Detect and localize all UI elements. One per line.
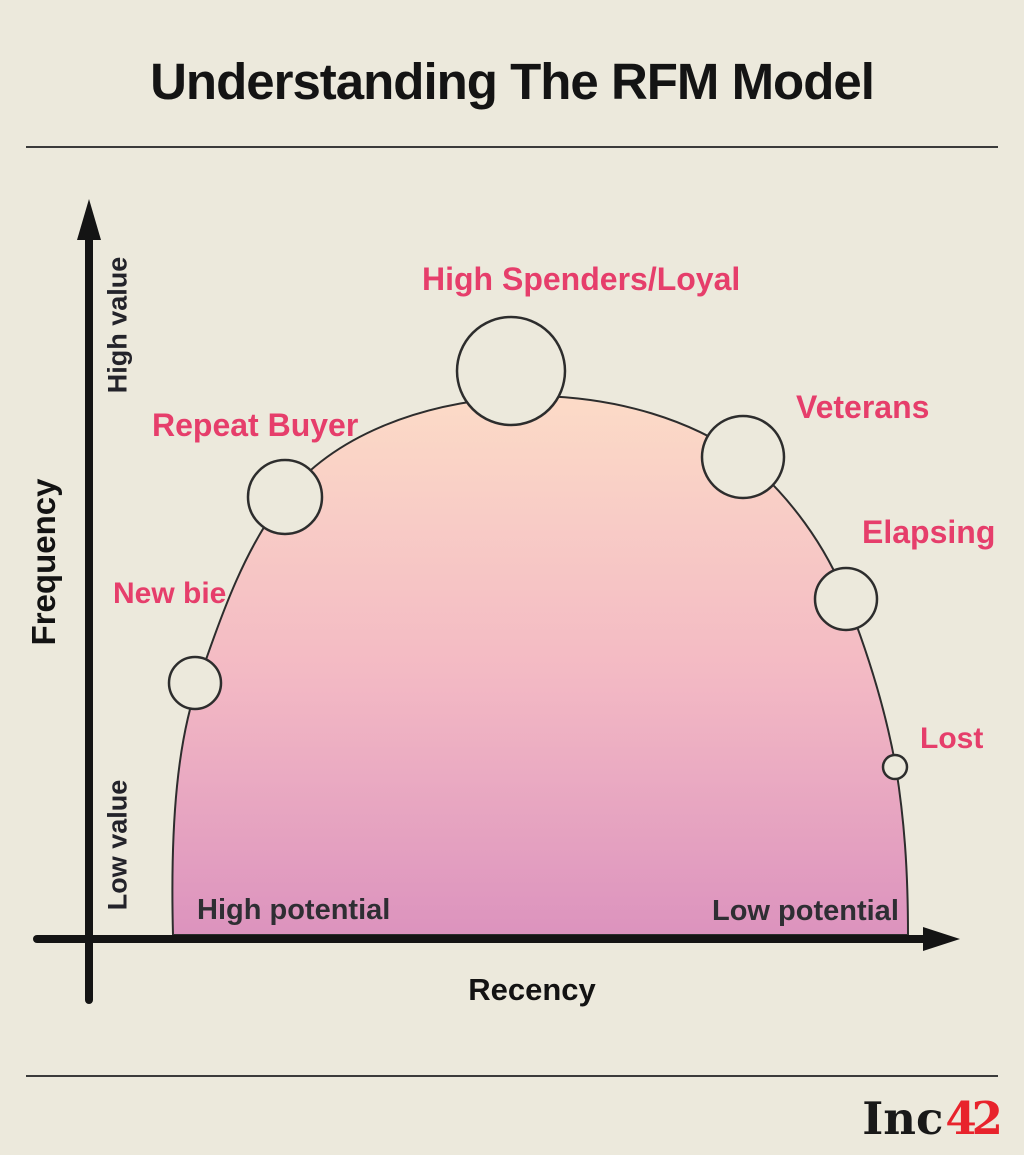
label-repeat-buyer: Repeat Buyer: [152, 407, 359, 443]
y-high-value-label: High value: [102, 256, 133, 394]
inc42-logo-red: 42: [945, 1092, 1003, 1145]
inc42-logo-black: Inc: [862, 1092, 944, 1145]
x-axis-arrow-icon: [923, 927, 960, 951]
x-axis-title: Recency: [468, 972, 596, 1007]
high-potential-label: High potential: [197, 894, 391, 926]
x-axis: [33, 927, 960, 951]
label-newbie: New bie: [113, 577, 227, 610]
label-high-spenders: High Spenders/Loyal: [422, 261, 741, 297]
bottom-divider: [26, 1075, 998, 1077]
bubble-lost: [881, 753, 909, 781]
page-title: Understanding The RFM Model: [150, 53, 875, 110]
label-elapsing: Elapsing: [862, 514, 996, 550]
y-low-value-label: Low value: [102, 779, 133, 911]
y-axis: [77, 199, 101, 1004]
y-axis-arrow-icon: [77, 199, 101, 240]
bubble-newbie: [167, 655, 223, 711]
bubble-repeat-buyer: [246, 458, 324, 536]
bubble-high-spenders: [455, 315, 567, 427]
bubble-elapsing: [813, 566, 879, 632]
y-axis-title: Frequency: [25, 478, 62, 646]
inc42-logo: Inc42: [862, 1096, 1003, 1141]
label-lost: Lost: [920, 722, 984, 755]
top-divider: [26, 146, 998, 148]
label-veterans: Veterans: [796, 389, 930, 425]
bubble-veterans: [700, 414, 786, 500]
low-potential-label: Low potential: [712, 895, 899, 927]
